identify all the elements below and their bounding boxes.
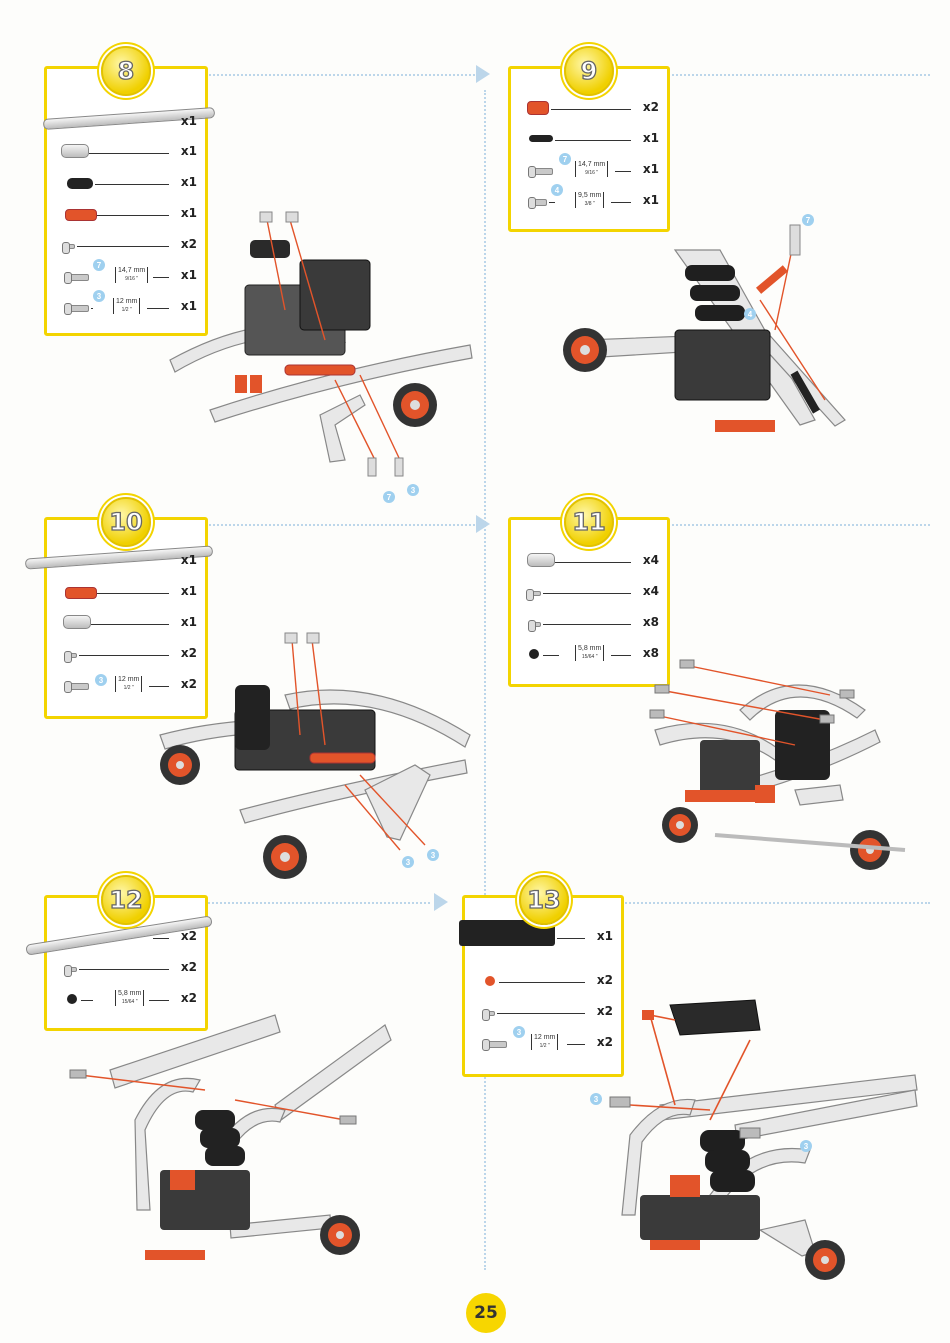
screw-icon [67, 305, 89, 312]
step-10-model-illustration [155, 625, 475, 890]
step-13-badge: 13 [519, 875, 569, 925]
black-screw-icon [67, 994, 77, 1004]
washer-icon [485, 1011, 495, 1016]
screw-icon [67, 683, 89, 690]
step-13-screw-callout: 3 [590, 1093, 602, 1105]
screw-icon [485, 1041, 507, 1048]
red-beam-icon [65, 209, 97, 221]
washer-icon [65, 244, 75, 249]
washer-icon [529, 591, 541, 596]
step-13-screw-callout: 3 [800, 1140, 812, 1152]
guide-line [205, 74, 475, 76]
arrow-icon [476, 65, 490, 83]
bracket-icon [527, 553, 555, 567]
washer-icon [67, 653, 77, 658]
step-9-model-illustration [545, 220, 845, 450]
bracket-icon [63, 615, 91, 629]
black-pin-icon [529, 135, 553, 142]
black-connector-icon [67, 178, 93, 189]
step-13-model-illustration [590, 990, 920, 1290]
guide-line [484, 90, 486, 1270]
guide-line [205, 524, 475, 526]
black-screw-icon [529, 649, 539, 659]
screw-icon [531, 168, 553, 175]
step-9-badge: 9 [564, 46, 614, 96]
red-joint-icon [527, 101, 549, 115]
guide-line [668, 74, 930, 76]
guide-line [205, 902, 430, 904]
arrow-icon [476, 515, 490, 533]
guide-line [622, 902, 930, 904]
step-8-model-illustration [150, 200, 480, 500]
guide-line [668, 524, 930, 526]
step-9-screw-callout: 4 [744, 308, 756, 320]
washer-icon [531, 622, 541, 627]
step-8-badge: 8 [101, 46, 151, 96]
step-10-screw-callout: 3 [402, 856, 414, 868]
step-8-screw-callout: 7 [383, 491, 395, 503]
washer-icon [67, 967, 77, 972]
red-nut-icon [485, 976, 495, 986]
step-12-badge: 12 [101, 875, 151, 925]
step-11-model-illustration [645, 650, 915, 880]
arrow-icon [434, 893, 448, 911]
screw-icon [67, 274, 89, 281]
page-number: 25 [466, 1293, 506, 1333]
step-8-screw-callout: 3 [407, 484, 419, 496]
step-9-screw-callout: 7 [802, 214, 814, 226]
step-11-badge: 11 [564, 497, 614, 547]
step-12-model-illustration [65, 1010, 385, 1285]
red-beam-icon [65, 587, 97, 599]
screw-icon [531, 199, 547, 206]
step-10-screw-callout: 3 [427, 849, 439, 861]
step-10-badge: 10 [101, 497, 151, 547]
bracket-icon [61, 144, 89, 158]
